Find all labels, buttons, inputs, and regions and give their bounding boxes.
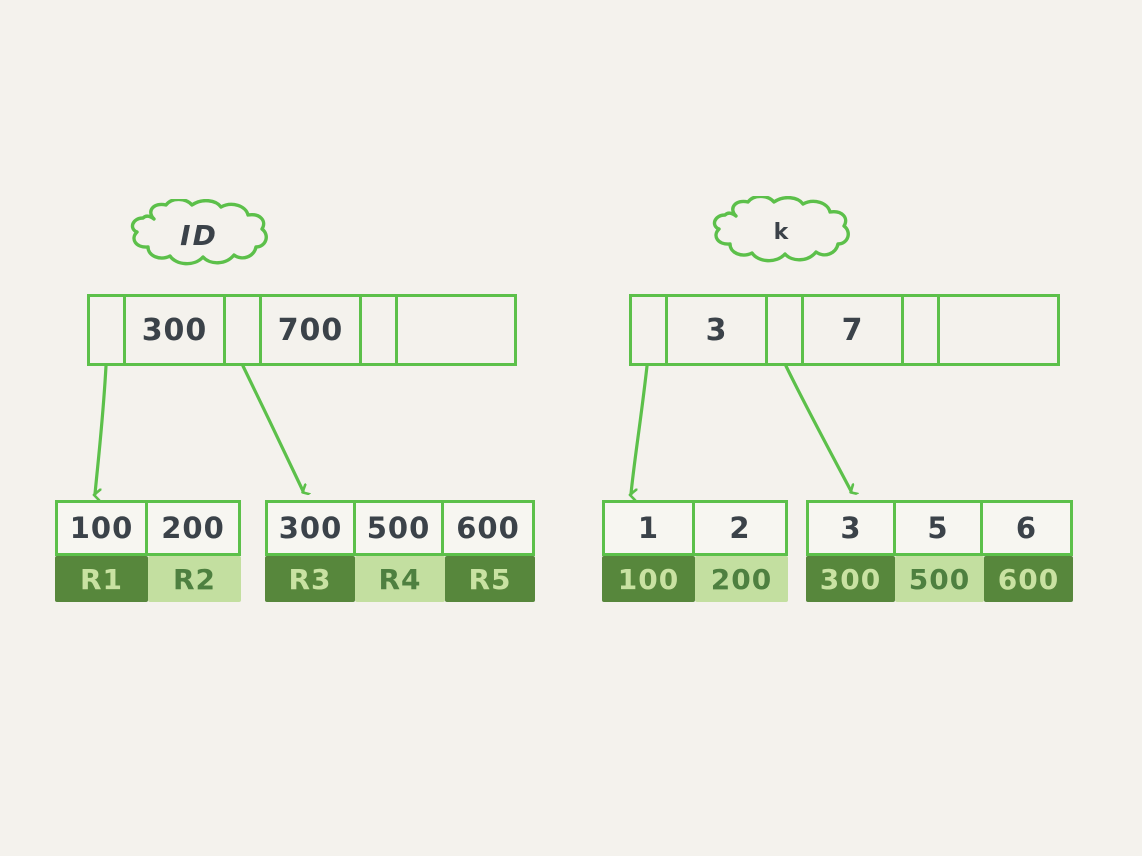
leaf-k-1-value-0[interactable]: 100 — [602, 556, 695, 602]
leaf-id-1-value-0[interactable]: R1 — [55, 556, 148, 602]
root-id-empty-slot[interactable] — [398, 297, 514, 363]
root-k-pointer-1[interactable] — [768, 297, 804, 363]
leaf-k-2-value-1[interactable]: 500 — [895, 556, 984, 602]
root-k-pointer-0[interactable] — [632, 297, 668, 363]
leaf-id-1-value-row: R1 R2 — [55, 556, 241, 602]
root-node-k[interactable]: 3 7 — [629, 294, 1060, 366]
root-id-pointer-1[interactable] — [226, 297, 262, 363]
leaf-k-2-value-0[interactable]: 300 — [806, 556, 895, 602]
leaf-id-2-value-row: R3 R4 R5 — [265, 556, 535, 602]
leaf-node-id-2[interactable]: 300 500 600 R3 R4 R5 — [265, 500, 535, 602]
cloud-label-k: k — [706, 194, 856, 268]
leaf-id-2-value-1[interactable]: R4 — [355, 556, 445, 602]
cloud-label-id-text: ID — [180, 218, 218, 252]
root-id-pointer-2[interactable] — [362, 297, 398, 363]
root-node-id[interactable]: 300 700 — [87, 294, 517, 366]
cloud-shape-icon — [712, 194, 850, 263]
leaf-id-2-key-0[interactable]: 300 — [268, 503, 357, 553]
leaf-id-2-key-row: 300 500 600 — [265, 500, 535, 556]
leaf-id-1-key-0[interactable]: 100 — [58, 503, 149, 553]
leaf-id-2-value-0[interactable]: R3 — [265, 556, 355, 602]
root-k-key-7[interactable]: 7 — [804, 297, 904, 363]
cloud-shape-icon — [130, 197, 268, 266]
root-id-key-300[interactable]: 300 — [126, 297, 226, 363]
leaf-k-2-value-row: 300 500 600 — [806, 556, 1073, 602]
leaf-k-2-key-row: 3 5 6 — [806, 500, 1073, 556]
arrow-k-ptr1-to-leaf3 — [631, 364, 649, 494]
leaf-k-1-value-row: 100 200 — [602, 556, 788, 602]
leaf-k-1-key-row: 1 2 — [602, 500, 788, 556]
arrow-k-ptr2-to-leaf4 — [784, 364, 851, 491]
root-k-pointer-2[interactable] — [904, 297, 940, 363]
arrow-id-ptr2-to-leaf2 — [241, 364, 303, 491]
leaf-id-1-key-1[interactable]: 200 — [161, 511, 225, 545]
leaf-node-k-2[interactable]: 3 5 6 300 500 600 — [806, 500, 1073, 602]
leaf-k-1-key-1[interactable]: 2 — [729, 511, 751, 545]
leaf-k-1-value-1[interactable]: 200 — [695, 556, 788, 602]
root-k-empty-slot[interactable] — [940, 297, 1057, 363]
cloud-label-id: ID — [124, 197, 274, 271]
leaf-id-1-key-row: 100 200 — [55, 500, 241, 556]
root-id-key-700[interactable]: 700 — [262, 297, 362, 363]
arrow-id-ptr1-to-leaf1 — [95, 364, 108, 494]
leaf-k-2-key-1[interactable]: 5 — [896, 503, 984, 553]
leaf-id-2-key-2[interactable]: 600 — [456, 511, 520, 545]
cloud-label-k-text: k — [773, 219, 789, 245]
leaf-k-2-key-2[interactable]: 6 — [1015, 511, 1038, 545]
leaf-k-2-key-0[interactable]: 3 — [809, 503, 897, 553]
root-id-pointer-0[interactable] — [90, 297, 126, 363]
leaf-id-2-key-1[interactable]: 500 — [356, 503, 445, 553]
leaf-id-1-value-1[interactable]: R2 — [148, 556, 241, 602]
leaf-k-2-value-2[interactable]: 600 — [984, 556, 1073, 602]
leaf-id-2-value-2[interactable]: R5 — [445, 556, 535, 602]
leaf-node-k-1[interactable]: 1 2 100 200 — [602, 500, 788, 602]
root-k-key-3[interactable]: 3 — [668, 297, 768, 363]
leaf-k-1-key-0[interactable]: 1 — [605, 503, 696, 553]
leaf-node-id-1[interactable]: 100 200 R1 R2 — [55, 500, 241, 602]
